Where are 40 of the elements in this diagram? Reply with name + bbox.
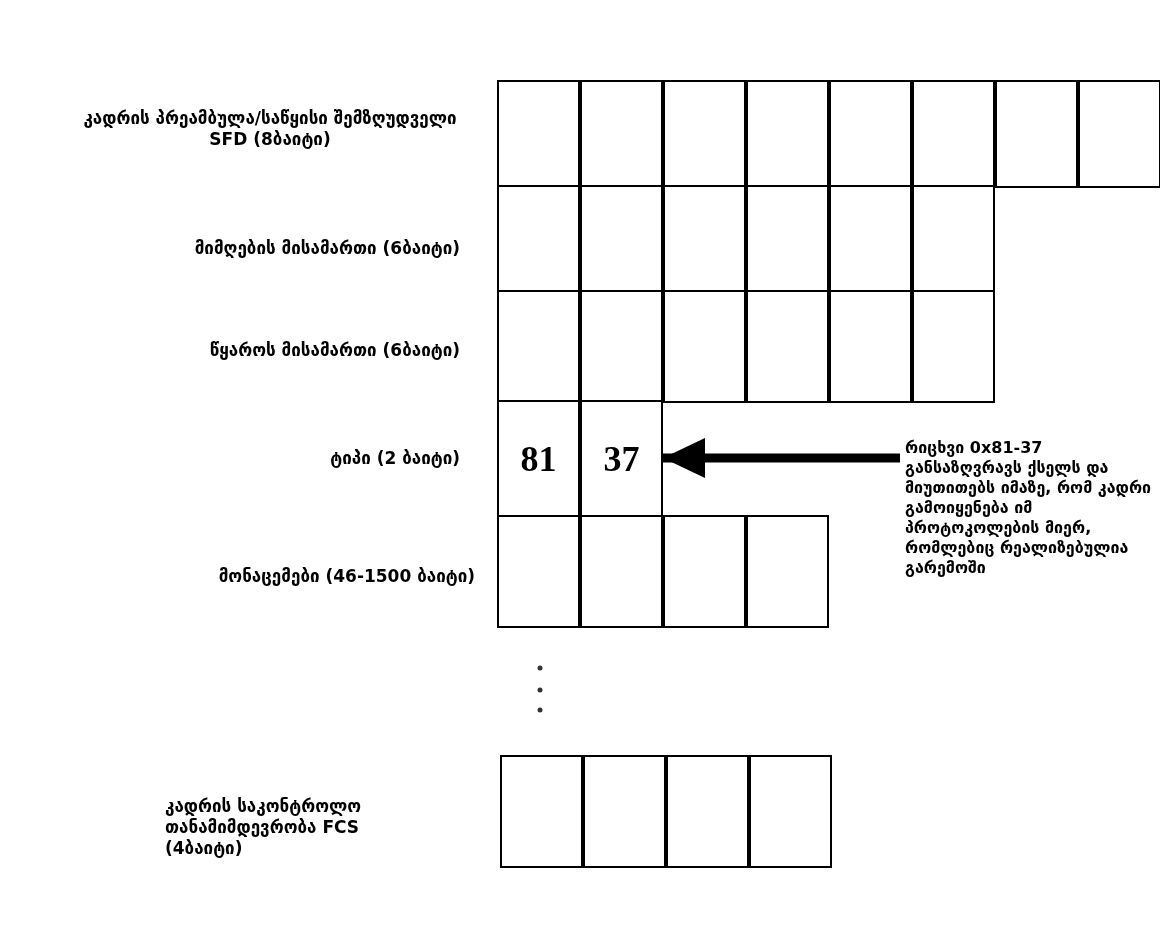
byte-cell (583, 755, 666, 868)
byte-cell (497, 290, 580, 403)
byte-cell (666, 755, 749, 868)
byte-cell (995, 80, 1078, 188)
field-label: კადრის პრეამბულა/საწყისი შემზღუდველი SFD (8ბაიტი) (82, 108, 458, 150)
byte-value: 81 (520, 438, 557, 480)
byte-cell (746, 515, 829, 628)
byte-cell (746, 290, 829, 403)
arrow (663, 438, 900, 478)
byte-cell (580, 515, 663, 628)
byte-cell (500, 755, 583, 868)
byte-cell (497, 400, 580, 518)
annotation-text: რიცხვი 0x81-37 განსაზღვრავს ქსელს და მიუთითებს იმაზე, რომ კადრი გამოიყენება იმ პროტოკოლების მიერ, რომლებიც რეალიზებულია გარემოში (905, 438, 1160, 578)
byte-cell (746, 185, 829, 293)
field-label: ტიპი (2 ბაიტი) (329, 448, 460, 469)
byte-cell (497, 515, 580, 628)
byte-cell (663, 290, 746, 403)
byte-cell (912, 185, 995, 293)
byte-cell (746, 80, 829, 188)
byte-cell (829, 185, 912, 293)
field-label: მიმღების მისამართი (6ბაიტი) (193, 238, 460, 259)
byte-cell (663, 80, 746, 188)
byte-cell (580, 400, 663, 518)
byte-cell (580, 80, 663, 188)
field-label: მონაცემები (46-1500 ბაიტი) (217, 566, 475, 587)
byte-cell (1078, 80, 1160, 188)
field-label: წყაროს მისამართი (6ბაიტი) (208, 340, 460, 361)
byte-cell (663, 185, 746, 293)
byte-cell (497, 185, 580, 293)
byte-cell (912, 80, 995, 188)
field-label: კადრის საკონტროლო თანამიმდევრობა FCS (4ბაიტი) (165, 796, 363, 859)
byte-value: 37 (603, 438, 640, 480)
byte-cell (663, 515, 746, 628)
byte-cell (749, 755, 832, 868)
byte-cell (829, 290, 912, 403)
byte-cell (580, 185, 663, 293)
byte-cell (912, 290, 995, 403)
byte-cell (497, 80, 580, 188)
byte-cell (580, 290, 663, 403)
byte-cell (829, 80, 912, 188)
